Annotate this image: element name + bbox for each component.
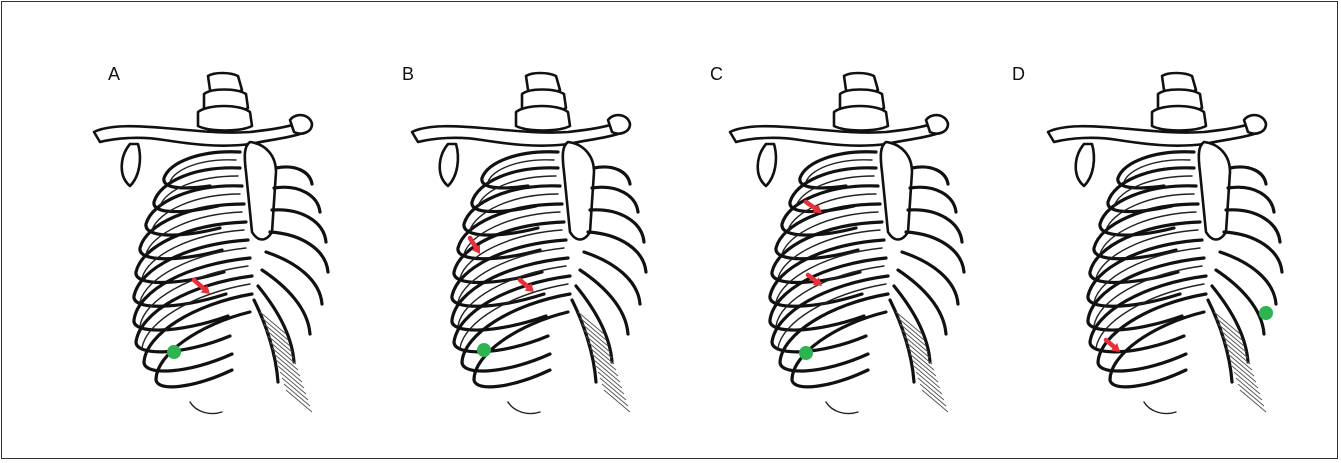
lower-spine (190, 402, 222, 414)
lower-spine (826, 402, 858, 414)
sternum (881, 142, 912, 240)
shading-line (1240, 390, 1266, 412)
shading-line (920, 384, 946, 406)
rib-right-1 (912, 167, 948, 184)
panel-label-d: D (1012, 64, 1025, 85)
panel-c: C (664, 2, 984, 463)
shoulder-joint (122, 144, 140, 186)
shading-line (604, 390, 630, 412)
shading-line (284, 384, 310, 406)
shoulder-joint (440, 144, 458, 186)
rib-right-1 (594, 167, 630, 184)
ribcage-illustration-c (726, 72, 996, 432)
shading-line (918, 378, 944, 400)
panel-b: B (346, 2, 666, 463)
ribcage-linework (94, 73, 328, 414)
shading-line (1234, 372, 1260, 394)
green-dot-marker (167, 345, 181, 359)
shading-line (286, 390, 312, 412)
sternum (1199, 142, 1230, 240)
green-dot-marker (799, 346, 813, 360)
shoulder-joint (1076, 144, 1094, 186)
shading-line (278, 366, 304, 388)
shading-line (598, 372, 624, 394)
green-dot-marker (477, 343, 491, 357)
shading-line (916, 372, 942, 394)
panel-a: A (28, 2, 348, 463)
vertebra (516, 106, 570, 131)
vertebra (834, 106, 888, 131)
clavicle-end (926, 115, 948, 134)
shading-line (914, 366, 940, 388)
shading-line (912, 360, 938, 382)
clavicle-end (1244, 115, 1266, 134)
clavicle-end (608, 115, 630, 134)
shading-line (282, 378, 308, 400)
shading-line (1232, 366, 1258, 388)
green-dot-marker (1259, 306, 1273, 320)
shading-line (594, 360, 620, 382)
shoulder-joint (758, 144, 776, 186)
ribcage-illustration-a (90, 72, 360, 432)
shading-line (600, 378, 626, 400)
rib-right-4 (588, 232, 646, 272)
shading-line (1230, 360, 1256, 382)
panel-d: D (982, 2, 1302, 463)
ribcage-illustration-d (1044, 72, 1314, 432)
shading-line (280, 372, 306, 394)
vertebra (198, 106, 252, 131)
panel-label-c: C (710, 64, 723, 85)
shading-line (602, 384, 628, 406)
ribcage-linework (730, 73, 964, 414)
rib-right-1 (1230, 167, 1266, 184)
shading-line (1238, 384, 1264, 406)
ribcage-linework (412, 73, 646, 414)
shading-line (276, 360, 302, 382)
rib-right-4 (906, 232, 964, 272)
shading-line (596, 366, 622, 388)
vertebra (1152, 106, 1206, 131)
ribcage-illustration-b (408, 72, 678, 432)
sternum (245, 142, 276, 240)
sternum (563, 142, 594, 240)
lower-spine (1144, 402, 1176, 414)
rib-right-4 (270, 232, 328, 272)
lower-spine (508, 402, 540, 414)
clavicle-end (290, 115, 312, 134)
rib-right-1 (276, 167, 312, 184)
shading-line (1236, 378, 1262, 400)
shading-line (922, 390, 948, 412)
rib-right-4 (1224, 232, 1282, 272)
ribcage-linework (1048, 73, 1282, 414)
